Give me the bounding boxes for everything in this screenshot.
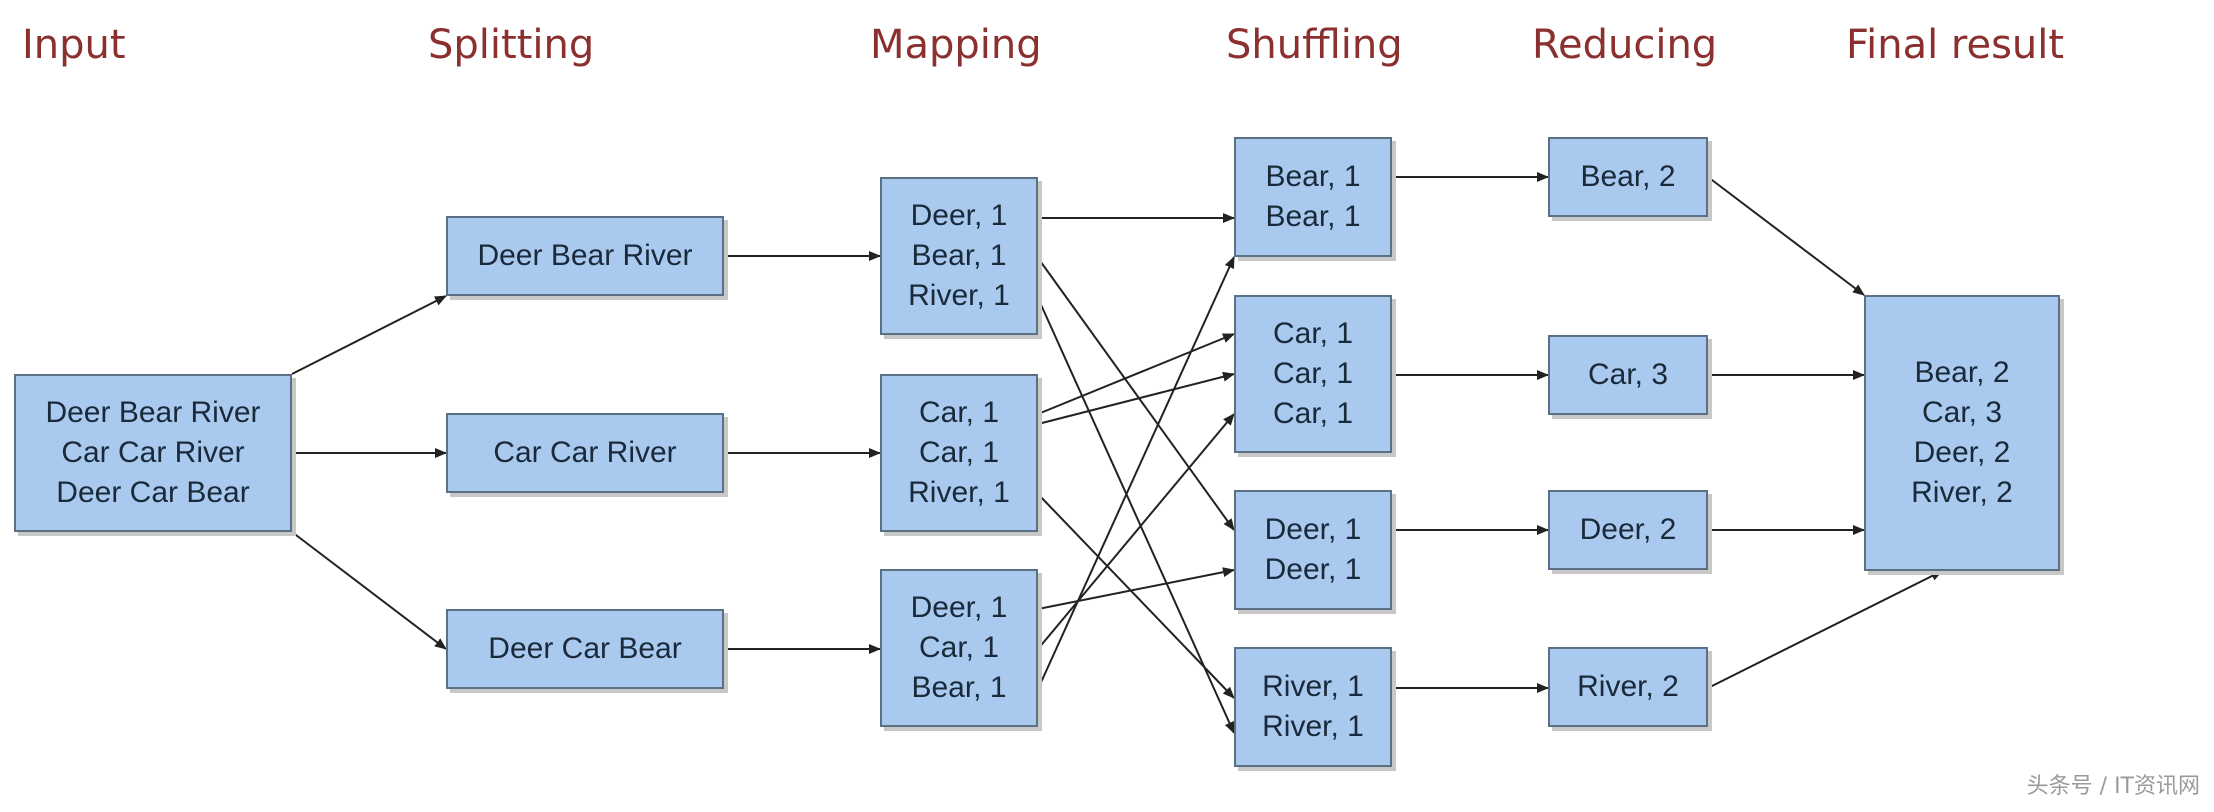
map-line: River, 1 <box>908 279 1010 312</box>
arrow-map-1-to-shuffle-deer <box>1037 257 1235 531</box>
map-line: Car, 1 <box>918 396 1000 429</box>
stage-label-input: Input <box>22 22 126 68</box>
watermark-text: 头条号 / IT资讯网 <box>2026 774 2200 799</box>
shuffle-line: River, 1 <box>1262 670 1364 703</box>
arrow-map-3-to-shuffle-bear <box>1037 256 1235 690</box>
split-box-1: Deer Bear River <box>446 216 724 296</box>
shuffle-line: River, 1 <box>1262 710 1364 743</box>
final-line: Car, 3 <box>1921 396 2003 429</box>
split-line: Car Car River <box>493 436 677 469</box>
arrow-reduce-bear-to-final <box>1707 176 1865 296</box>
shuffle-line: Deer, 1 <box>1264 513 1362 546</box>
stage-label-shuffling: Shuffling <box>1226 22 1403 68</box>
stage-label-mapping: Mapping <box>870 22 1042 68</box>
reduce-line: Deer, 2 <box>1579 513 1677 546</box>
shuffle-line: Car, 1 <box>1272 397 1354 430</box>
input-line: Deer Bear River <box>45 396 261 429</box>
final-result-box: Bear, 2 Car, 3 Deer, 2 River, 2 <box>1864 295 2060 571</box>
map-line: Bear, 1 <box>911 239 1007 272</box>
shuffle-line: Deer, 1 <box>1264 553 1362 586</box>
reduce-box-car: Car, 3 <box>1548 335 1708 415</box>
arrow-input-to-split-1 <box>291 295 447 375</box>
final-line: Deer, 2 <box>1913 436 2011 469</box>
arrow-map-2-to-shuffle-car-a <box>1037 333 1235 415</box>
stage-label-reducing: Reducing <box>1532 22 1718 68</box>
map-box-3: Deer, 1 Car, 1 Bear, 1 <box>880 569 1038 727</box>
arrow-reduce-river-to-final <box>1707 570 1943 689</box>
shuffle-line: Car, 1 <box>1272 317 1354 350</box>
split-box-2: Car Car River <box>446 413 724 493</box>
arrow-map-2-to-shuffle-car-b <box>1037 371 1235 425</box>
split-line: Deer Bear River <box>477 239 693 272</box>
arrow-map-3-to-shuffle-deer <box>1037 567 1235 610</box>
stage-label-final-result: Final result <box>1846 22 2065 68</box>
map-box-1: Deer, 1 Bear, 1 River, 1 <box>880 177 1038 335</box>
reduce-box-deer: Deer, 2 <box>1548 490 1708 570</box>
input-box: Deer Bear River Car Car River Deer Car B… <box>14 374 292 532</box>
final-line: River, 2 <box>1911 476 2013 509</box>
reduce-line: River, 2 <box>1577 670 1679 703</box>
stage-label-splitting: Splitting <box>428 22 595 68</box>
shuffle-box-river: River, 1 River, 1 <box>1234 647 1392 767</box>
reduce-line: Car, 3 <box>1587 358 1669 391</box>
arrow-map-2-to-shuffle-river <box>1037 493 1235 699</box>
map-line: Bear, 1 <box>911 671 1007 704</box>
map-line: Car, 1 <box>918 631 1000 664</box>
map-line: River, 1 <box>908 476 1010 509</box>
split-box-3: Deer Car Bear <box>446 609 724 689</box>
shuffle-box-bear: Bear, 1 Bear, 1 <box>1234 137 1392 257</box>
split-line: Deer Car Bear <box>488 632 682 665</box>
shuffle-line: Car, 1 <box>1272 357 1354 390</box>
reduce-box-river: River, 2 <box>1548 647 1708 727</box>
shuffle-box-deer: Deer, 1 Deer, 1 <box>1234 490 1392 610</box>
input-line: Deer Car Bear <box>56 476 250 509</box>
map-line: Car, 1 <box>918 436 1000 469</box>
map-line: Deer, 1 <box>910 199 1008 232</box>
reduce-box-bear: Bear, 2 <box>1548 137 1708 217</box>
reduce-line: Bear, 2 <box>1580 160 1676 193</box>
map-box-2: Car, 1 Car, 1 River, 1 <box>880 374 1038 532</box>
final-line: Bear, 2 <box>1914 356 2010 389</box>
shuffle-line: Bear, 1 <box>1265 200 1361 233</box>
shuffle-line: Bear, 1 <box>1265 160 1361 193</box>
map-line: Deer, 1 <box>910 591 1008 624</box>
arrow-map-3-to-shuffle-car <box>1037 413 1235 650</box>
input-line: Car Car River <box>61 436 245 469</box>
arrow-input-to-split-3 <box>291 531 447 650</box>
arrow-map-1-to-shuffle-river <box>1037 297 1235 734</box>
shuffle-box-car: Car, 1 Car, 1 Car, 1 <box>1234 295 1392 453</box>
